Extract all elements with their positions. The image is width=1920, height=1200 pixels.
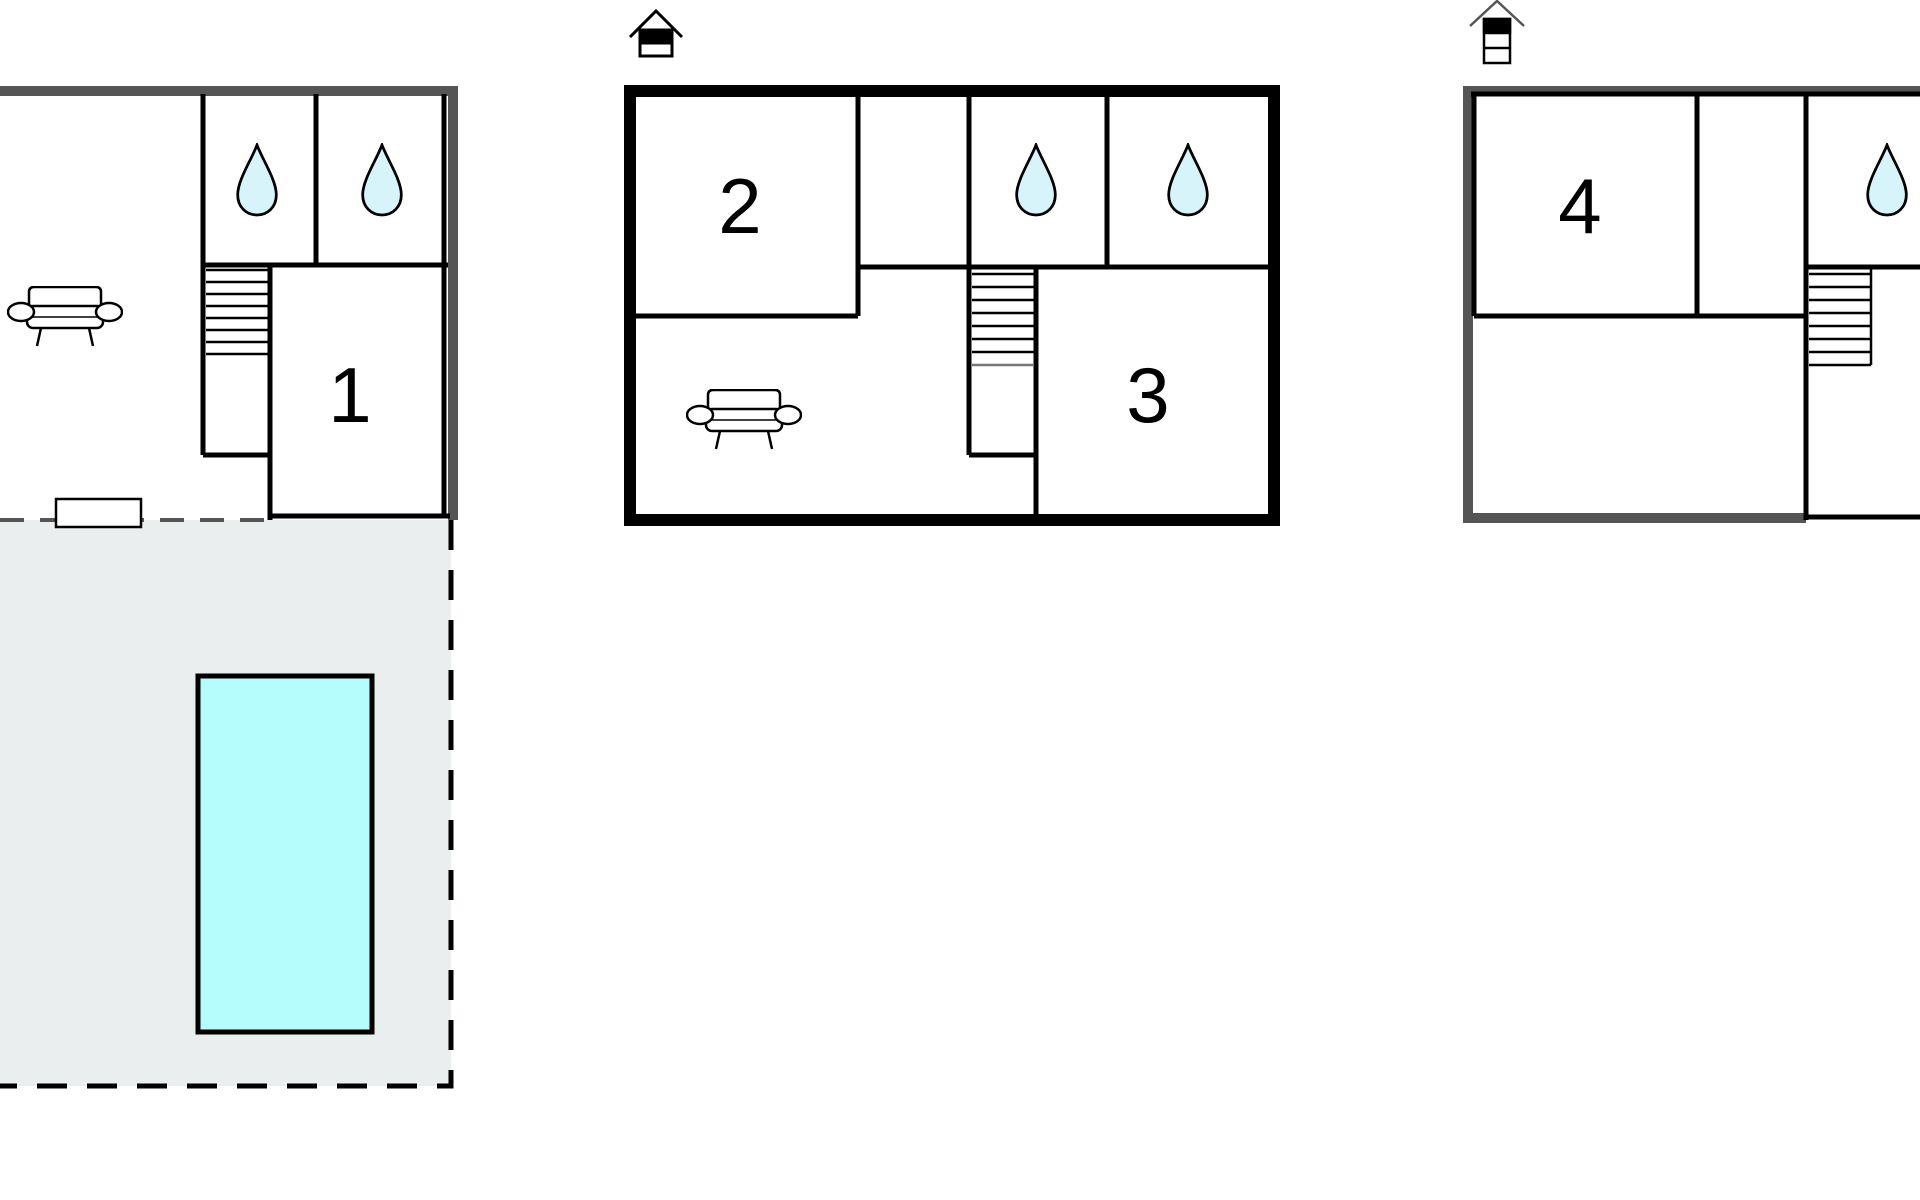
stairs-icon — [972, 272, 1034, 367]
second-floor-inner-walls — [1471, 91, 1920, 520]
water-drop-icon — [236, 143, 278, 217]
sofa-icon — [686, 389, 802, 451]
water-drop-icon — [1167, 143, 1209, 217]
room-number: 4 — [1558, 162, 1601, 250]
house-floor-icon — [1469, 0, 1525, 65]
water-drop-icon — [1015, 143, 1057, 217]
second-floor: 4 — [1463, 0, 1920, 523]
ground-floor: 1 — [0, 86, 458, 1089]
ground-floor-inner-walls — [200, 94, 450, 520]
room-number: 1 — [328, 351, 371, 439]
first-floor-outer-wall — [624, 85, 1280, 526]
water-drop-icon — [1866, 143, 1908, 217]
stairs-icon — [206, 268, 268, 356]
ground-floor-outer-wall — [0, 86, 458, 520]
first-floor-inner-walls — [636, 97, 1268, 514]
room-number: 2 — [718, 162, 761, 250]
water-drop-icon — [361, 143, 403, 217]
first-floor: 2 3 — [624, 8, 1280, 526]
sofa-icon — [7, 286, 123, 348]
house-floor-icon — [628, 8, 684, 58]
stairs-icon — [1809, 268, 1873, 367]
pool — [195, 673, 375, 1035]
terrace-boundary — [0, 520, 454, 1089]
room-number: 3 — [1126, 351, 1169, 439]
second-floor-outer-wall — [1463, 86, 1920, 523]
door-icon — [54, 497, 143, 529]
